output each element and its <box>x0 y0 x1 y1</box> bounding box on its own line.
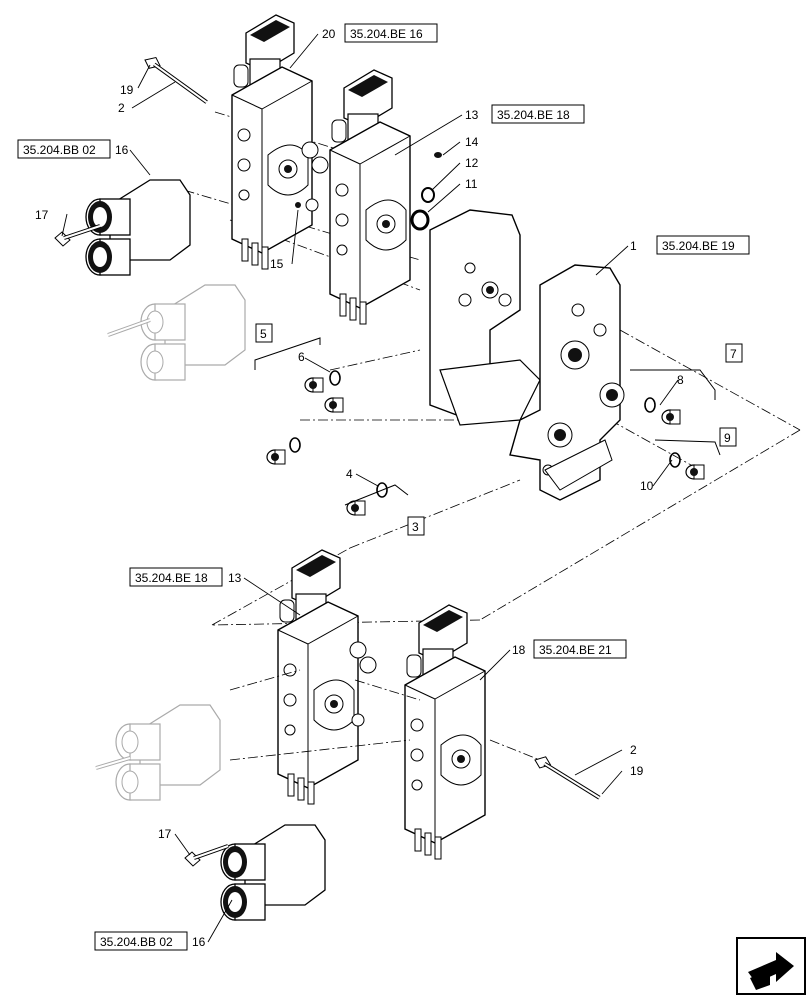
callout-17-top: 17 <box>35 208 49 222</box>
callout-19-top: 19 <box>120 83 134 97</box>
screw-ghost-top <box>107 318 151 337</box>
seals-bottom <box>349 641 377 727</box>
tie-bolt-bottom <box>528 753 607 800</box>
plug-group-9 <box>669 452 705 480</box>
quick-coupler-16-top <box>85 179 191 276</box>
ref-be21: 35.204.BE 21 <box>539 643 612 657</box>
valve-section-20 <box>231 14 313 270</box>
plug-group-5 <box>266 370 344 465</box>
tie-bolt-top <box>136 53 217 105</box>
callout-16-bottom: 16 <box>192 935 206 949</box>
ref-be18-bottom: 35.204.BE 18 <box>135 571 208 585</box>
callout-13-top: 13 <box>465 108 479 122</box>
callout-17-bottom: 17 <box>158 827 172 841</box>
next-page-arrow-icon[interactable] <box>736 937 806 995</box>
cover-plate-1 <box>429 209 625 501</box>
callout-4: 4 <box>346 467 353 481</box>
ref-be16: 35.204.BE 16 <box>350 27 423 41</box>
callout-13-bottom: 13 <box>228 571 242 585</box>
callout-2-top: 2 <box>118 101 125 115</box>
boxed-5: 5 <box>260 327 267 341</box>
ref-bb02-bottom: 35.204.BB 02 <box>100 935 173 949</box>
boxed-item-numbers: 5 7 9 3 <box>255 323 743 536</box>
callout-2-bottom: 2 <box>630 743 637 757</box>
quick-coupler-16-bottom <box>220 824 326 921</box>
ref-be18-top: 35.204.BE 18 <box>497 108 570 122</box>
callout-6: 6 <box>298 350 305 364</box>
callout-11: 11 <box>465 177 478 191</box>
boxed-7: 7 <box>730 347 737 361</box>
screw-17-bottom <box>184 844 229 867</box>
valve-section-13-top <box>329 69 411 325</box>
quick-coupler-ghost-bottom <box>115 704 221 801</box>
valve-section-18 <box>404 604 486 860</box>
group-brackets <box>254 337 721 506</box>
ref-bb02-top: 35.204.BB 02 <box>23 143 96 157</box>
callout-20: 20 <box>322 27 336 41</box>
callout-1: 1 <box>630 239 637 253</box>
leader-lines <box>61 33 679 943</box>
callout-16-top: 16 <box>115 143 129 157</box>
seal-items-11-12-14 <box>295 141 442 231</box>
callout-18: 18 <box>512 643 526 657</box>
quick-coupler-ghost-top <box>140 284 246 381</box>
callout-15: 15 <box>270 257 284 271</box>
callout-14: 14 <box>465 135 479 149</box>
callout-12: 12 <box>465 156 479 170</box>
callout-19-bottom: 19 <box>630 764 644 778</box>
plug-group-3 <box>346 482 388 516</box>
callout-8: 8 <box>677 373 684 387</box>
boxed-3: 3 <box>412 520 419 534</box>
callout-10: 10 <box>640 479 654 493</box>
boxed-9: 9 <box>724 431 731 445</box>
screw-17-top <box>54 224 101 247</box>
screw-ghost-bottom <box>95 756 131 770</box>
ref-be19: 35.204.BE 19 <box>662 239 735 253</box>
valve-section-13-bottom <box>277 549 359 805</box>
reference-labels: 35.204.BE 16 35.204.BE 18 35.204.BB 02 3… <box>17 23 750 951</box>
